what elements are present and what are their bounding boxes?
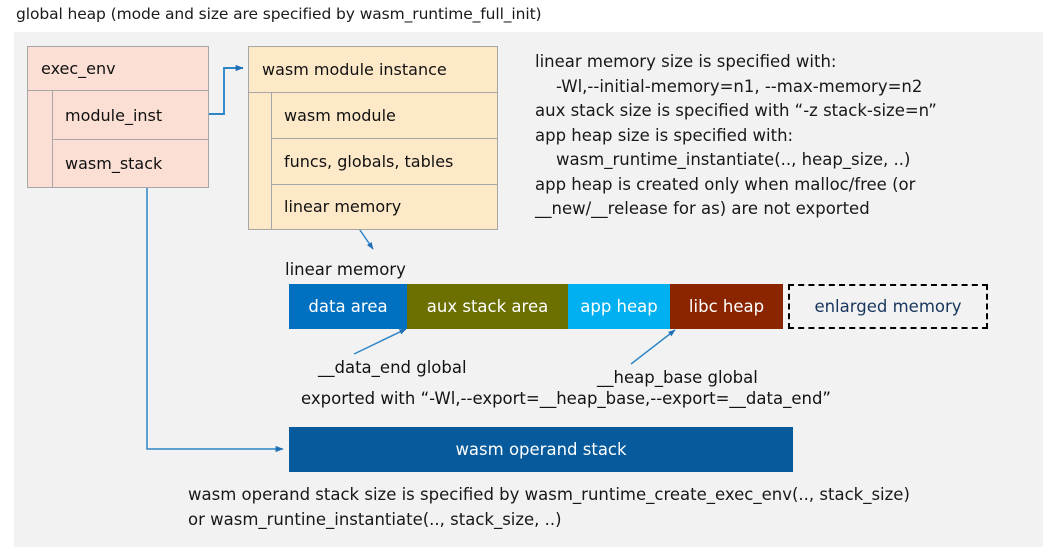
exec-env-fields: module_inst wasm_stack <box>53 91 208 187</box>
linear-memory-bar-label: linear memory <box>285 260 406 279</box>
exec-env-box: exec_env module_inst wasm_stack <box>27 46 209 188</box>
memory-segment-libc-heap: libc heap <box>670 284 783 329</box>
module-instance-body: wasm module funcs, globals, tables linea… <box>249 93 497 230</box>
diagram-stage: exec_env module_inst wasm_stack wasm mod… <box>14 32 1043 547</box>
operand-stack-note: wasm operand stack size is specified by … <box>188 485 910 529</box>
connector-data-end <box>353 328 407 355</box>
module-instance-field-funcs-globals-tables: funcs, globals, tables <box>272 138 497 183</box>
page-title: global heap (mode and size are specified… <box>16 5 542 23</box>
memory-segment-app-heap: app heap <box>568 284 670 329</box>
module-instance-fields: wasm module funcs, globals, tables linea… <box>272 93 497 230</box>
exec-env-body: module_inst wasm_stack <box>28 91 208 187</box>
module-instance-indent <box>249 93 272 230</box>
heap-base-callout: __heap_base global <box>597 368 758 387</box>
wasm-operand-stack-box: wasm operand stack <box>289 427 793 472</box>
exec-env-indent <box>28 91 53 187</box>
module-instance-field-linear-memory: linear memory <box>272 183 497 229</box>
exec-env-field-wasm-stack: wasm_stack <box>53 139 208 187</box>
exec-env-header: exec_env <box>28 47 208 91</box>
wasm-module-instance-box: wasm module instance wasm module funcs, … <box>248 46 498 230</box>
memory-segment-data-area: data area <box>289 284 407 329</box>
export-flags-note: exported with “-Wl,--export=__heap_base,… <box>301 389 831 408</box>
exec-env-field-module-inst: module_inst <box>65 105 163 125</box>
linear-memory-description: linear memory size is specified with: -W… <box>535 52 937 218</box>
memory-segment-aux-stack-area: aux stack area <box>407 284 568 329</box>
module-instance-header: wasm module instance <box>249 47 497 93</box>
connector-heap-base <box>630 329 676 365</box>
data-end-callout: __data_end global <box>318 358 467 377</box>
module-instance-field-wasm-module: wasm module <box>284 106 396 126</box>
memory-segment-enlarged-memory: enlarged memory <box>788 284 988 329</box>
